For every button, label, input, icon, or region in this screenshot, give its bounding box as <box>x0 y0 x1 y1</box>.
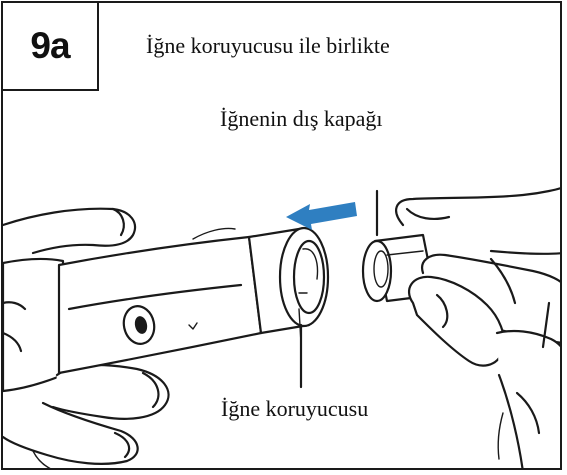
instruction-panel: 9a İğne koruyucusu ile birlikte İğnenin … <box>1 1 562 470</box>
step-number-box: 9a <box>3 3 99 91</box>
caption-needle-protector: İğne koruyucusu <box>221 396 368 422</box>
insulin-pen <box>59 228 328 373</box>
right-hand <box>396 187 562 470</box>
step-number: 9a <box>30 25 69 67</box>
caption-with-needle-protector: İğne koruyucusu ile birlikte <box>146 33 390 59</box>
caption-outer-needle-cap: İğnenin dış kapağı <box>220 106 383 132</box>
arrow-left-icon <box>286 202 357 230</box>
